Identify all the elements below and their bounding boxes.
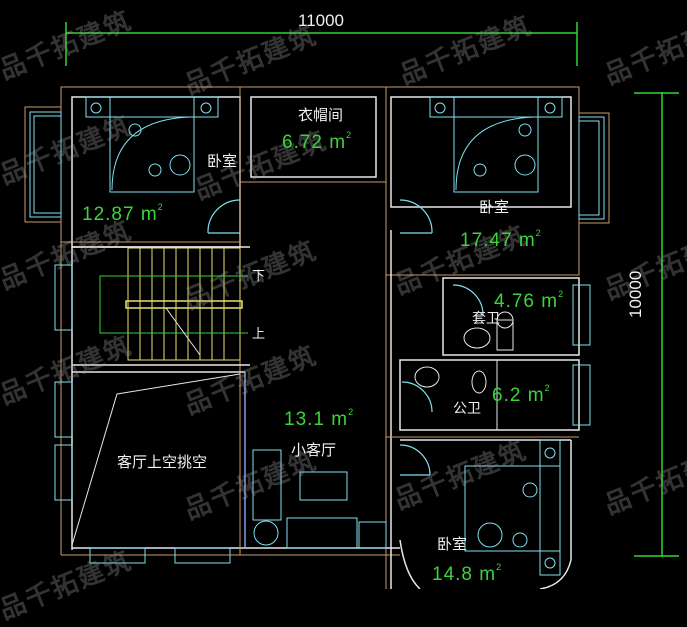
floor-plan-drawing — [24, 22, 679, 589]
room-name-cloakroom: 衣帽间 — [298, 106, 344, 124]
height-dimension-label: 10000 — [626, 270, 645, 318]
room-name-bedroom-nw: 卧室 — [207, 152, 238, 170]
bed-nw — [85, 96, 219, 193]
width-dimension-label: 11000 — [298, 11, 345, 30]
room-area-cloakroom: 6.72 m2 — [282, 130, 353, 153]
room-name-small-living: 小客厅 — [291, 441, 337, 459]
room-name-bedroom-se: 卧室 — [437, 535, 468, 553]
staircase — [99, 247, 248, 361]
room-name-bedroom-ne: 卧室 — [479, 198, 510, 216]
bed-se — [464, 439, 561, 576]
room-area-bedroom-nw: 12.87 m2 — [82, 202, 164, 225]
bath-fixtures — [414, 311, 514, 430]
bed-ne — [429, 96, 563, 193]
room-area-public-bath: 6.2 m2 — [492, 383, 551, 406]
exterior-walls — [60, 86, 580, 589]
room-area-bedroom-ne: 17.47 m2 — [460, 228, 542, 251]
stair-down-label: 下 — [252, 269, 266, 284]
room-name-living-void: 客厅上空挑空 — [117, 453, 208, 471]
doors — [207, 199, 484, 476]
stair-up-label: 上 — [252, 327, 266, 342]
room-name-public-bath: 公卫 — [453, 401, 481, 417]
windows — [24, 106, 610, 564]
void-outline — [71, 373, 241, 546]
sofa-set — [252, 449, 387, 549]
dimension-lines — [65, 22, 679, 557]
room-name-ensuite-bath: 套卫 — [472, 311, 500, 327]
room-area-bedroom-se: 14.8 m2 — [432, 562, 503, 585]
room-area-ensuite-bath: 4.76 m2 — [494, 289, 565, 312]
room-area-small-living: 13.1 m2 — [284, 407, 355, 430]
